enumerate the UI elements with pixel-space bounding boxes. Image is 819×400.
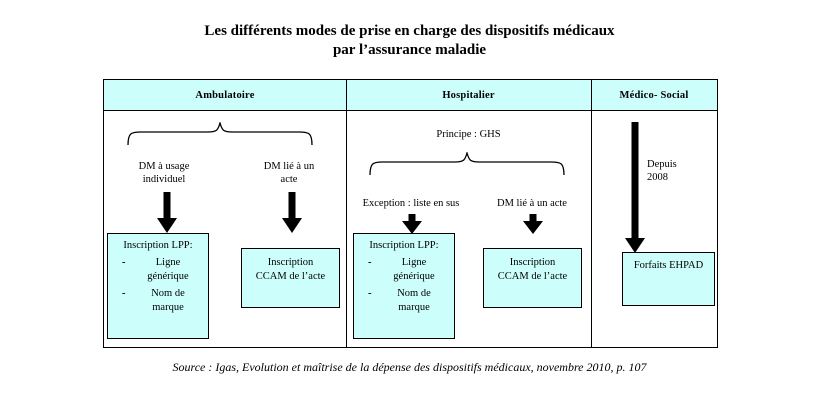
- source-caption: Source : Igas, Evolution et maîtrise de …: [172, 360, 647, 374]
- bullet-dash-icon: -: [368, 288, 372, 299]
- arrow-down-lpp-ambulatoire: [156, 192, 178, 234]
- box-text-forfaits-ehpad: Forfaits EHPAD: [633, 260, 704, 271]
- page-title-line-2: par l’assurance maladie: [332, 42, 487, 58]
- brace-ambulatoire: [125, 122, 315, 146]
- column-header-medico-social: Médico- Social: [619, 90, 689, 101]
- label-dm-lie-acte-hospitalier: DM lié à un acte: [476, 197, 588, 210]
- page-title: Les différents modes de prise en charge …: [0, 22, 819, 60]
- bullet-dash-icon: -: [122, 288, 126, 299]
- brace-hospitalier: [367, 152, 567, 176]
- box-forfaits-ehpad: Forfaits EHPAD: [622, 252, 715, 306]
- bullet-dash-icon: -: [122, 257, 126, 268]
- bullet-dash-icon: -: [368, 257, 372, 268]
- box-title-inscription-lpp: Inscription LPP:: [369, 240, 439, 251]
- column-header-hospitalier: Hospitalier: [442, 90, 495, 101]
- arrow-down-ccam-ambulatoire: [281, 192, 303, 234]
- arrow-down-ccam-hospitalier: [522, 214, 544, 235]
- box-title-inscription-lpp: Inscription LPP:: [123, 240, 193, 251]
- label-principe-ghs: Principe : GHS: [346, 128, 591, 141]
- label-dm-lie-acte-hospitalier-text: DM lié à un acte: [497, 198, 567, 209]
- label-principe-ghs-text: Principe : GHS: [436, 129, 501, 140]
- label-exception-liste-en-sus: Exception : liste en sus: [347, 197, 475, 210]
- label-exception-liste-en-sus-text: Exception : liste en sus: [362, 198, 460, 209]
- column-divider-1: [346, 80, 347, 347]
- column-header-band: Ambulatoire Hospitalier Médico- Social: [104, 80, 717, 111]
- diagram-frame: Ambulatoire Hospitalier Médico- Social D…: [103, 79, 718, 348]
- arrow-down-lpp-hospitalier: [401, 214, 423, 235]
- column-header-ambulatoire: Ambulatoire: [195, 90, 255, 101]
- arrow-down-ehpad: [624, 122, 646, 254]
- column-divider-2: [591, 80, 592, 347]
- page-title-line-1: Les différents modes de prise en charge …: [204, 23, 615, 39]
